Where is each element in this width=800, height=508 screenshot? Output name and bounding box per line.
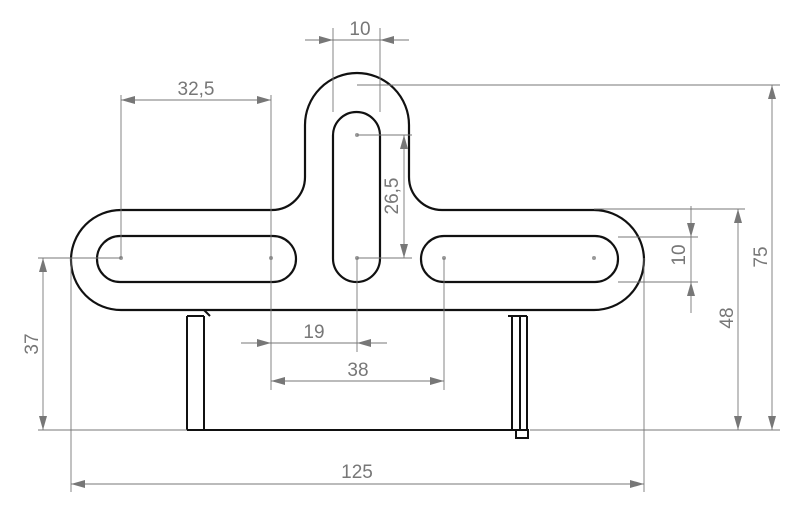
- vertical-slot: [331, 110, 382, 284]
- left-leg: [186, 309, 211, 430]
- dim-label-slot-width-right: 10: [669, 244, 690, 265]
- dim-label-slot-spacing: 38: [347, 360, 368, 381]
- dim-label-total-width: 125: [341, 462, 373, 483]
- dim-label-left-height: 37: [22, 333, 43, 354]
- dim-label-vertical-slot-length: 26,5: [382, 178, 403, 215]
- left-horizontal-slot: [95, 234, 298, 284]
- right-horizontal-slot: [419, 234, 620, 284]
- dim-label-half-spacing: 19: [303, 322, 324, 343]
- dim-label-left-offset: 32,5: [178, 79, 215, 100]
- dim-label-slot-width-top: 10: [349, 19, 370, 40]
- dim-label-total-height: 75: [751, 246, 772, 267]
- dimension-lines: [39, 36, 776, 488]
- dim-label-arm-height: 48: [717, 307, 738, 328]
- part-outline: [69, 71, 646, 312]
- right-leg: [508, 315, 529, 439]
- center-point: [592, 256, 596, 260]
